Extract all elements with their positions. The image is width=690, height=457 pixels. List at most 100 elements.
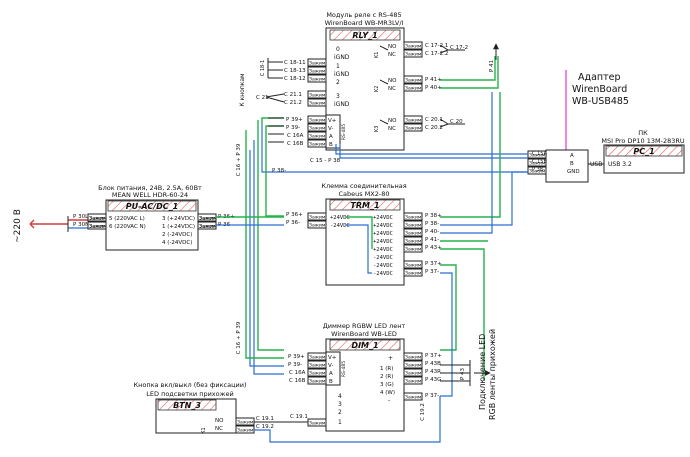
terminal-label: Зажим: [309, 223, 326, 229]
terminal-label: Зажим: [405, 86, 422, 92]
terminal-label: Зажим: [529, 161, 546, 167]
terminal-label: Зажим: [405, 271, 422, 277]
trm-pin-5: +24VDC: [373, 239, 393, 245]
terminal-labels: ЗажимЗажимЗажимЗажимЗажимЗажимЗажимЗажим…: [89, 44, 546, 434]
button-block[interactable]: Кнопка вкл/выкл (без фиксации) LED подсв…: [133, 381, 441, 443]
dim-in-4: 4: [338, 393, 342, 400]
terminal-label: Зажим: [405, 52, 422, 58]
adapter-title-1: Адаптер: [578, 72, 621, 83]
adapter-pin-a: A: [570, 153, 574, 159]
relay-bus-terminals: [307, 114, 341, 149]
led-strip-label: Подключение LED RGB ленты прихожей: [478, 329, 497, 420]
dim-in-wire: C 19.1: [290, 414, 308, 420]
mains-input: [29, 216, 90, 232]
trm-out-wire-6: P 37+: [425, 261, 442, 267]
dim-c192-label: C 19.2: [420, 403, 426, 421]
dim-rs485: RS-485: [341, 361, 347, 377]
relay-in-3: 3: [336, 93, 340, 100]
dim-out-wire-1: P 37+: [425, 353, 442, 359]
btn-no: NO: [215, 418, 224, 424]
adapter-title-2: WirenBoard: [572, 84, 627, 95]
terminal-block[interactable]: Клемма соединительная Cabeus MX2-80 TRM_…: [286, 182, 442, 286]
dim-out-2r: 2 (R): [380, 374, 393, 380]
c16-p39-upper: C 16 + P 39: [236, 143, 242, 176]
trm-title: Клемма соединительная: [321, 182, 406, 190]
btn-k1: К1: [201, 427, 207, 434]
led-label-1: Подключение LED: [478, 334, 487, 410]
voltage-label: ~220 В: [13, 209, 23, 243]
trm-out-wire-2: P 38-: [425, 221, 439, 227]
btn-wire-1: C 19.1: [256, 416, 274, 422]
pc-model: MSI Pro DP10 13M-283RU: [601, 137, 685, 145]
terminal-label: Зажим: [309, 77, 326, 83]
dimmer-block[interactable]: Диммер RGBW LED лент WirenBoard WB-LED D…: [288, 322, 491, 432]
psu-pin-4: 4 (-24VDC): [162, 240, 192, 246]
relay-in-ignd-2: iGND: [334, 71, 350, 78]
terminal-label: Зажим: [309, 134, 326, 140]
relay-c172-label: C 17-2: [450, 45, 468, 51]
relay-in-2: 2: [336, 79, 340, 86]
dim-out-4w: 4 (W): [380, 390, 395, 396]
relay-in-wire-5: C 21.2: [284, 100, 302, 106]
trm-in-wire-1: P 36+: [286, 212, 303, 218]
relay-bus-wire-2: P 39-: [286, 125, 300, 131]
dim-model: WirenBoard WB-LED: [331, 330, 397, 338]
btn-nc: NC: [215, 426, 223, 432]
pc-title: ПК: [638, 129, 648, 137]
psu-terminal-out1: Зажим: [199, 216, 217, 222]
terminal-label: Зажим: [405, 379, 422, 385]
psu-pin-6: 6 (220VAC N): [109, 224, 146, 230]
terminal-label: Зажим: [405, 371, 422, 377]
trm-pin-8: -24VDC: [373, 255, 393, 261]
terminal-label: Зажим: [309, 421, 326, 427]
terminal-label: Зажим: [237, 420, 254, 426]
trm-pin-3: +24VDC: [373, 223, 393, 229]
led-label-2: RGB ленты прихожей: [488, 329, 497, 420]
terminal-label: Зажим: [405, 223, 422, 229]
psu-pin-5: 5 (220VAC L): [109, 216, 145, 222]
bus-wiring: C 15 - P 38 P 38- C 16 + P 39 C 16 + P 3…: [236, 117, 528, 375]
dim-tag: DIM_1: [351, 341, 378, 350]
c15-label: C 15 - P 38: [310, 158, 341, 164]
trm-pin-10: -24VDC: [373, 271, 393, 277]
terminal-label: Зажим: [529, 153, 546, 159]
psu-tag: PU-AC/DC_1: [126, 202, 179, 211]
trm-out-wire-1: P 38+: [425, 213, 442, 219]
relay-k3: K3: [374, 126, 380, 132]
terminal-label: Зажим: [309, 118, 326, 124]
trm-pin-1: +24VDC: [330, 215, 350, 221]
terminal-label: Зажим: [405, 363, 422, 369]
relay-module[interactable]: Модуль реле с RS-485 WirenBoard WB-MR3LV…: [239, 11, 468, 151]
p41-label: P 41: [489, 60, 495, 72]
trm-pin-6: +24VDC: [373, 247, 393, 253]
dim-in-1: 1: [338, 419, 342, 426]
dim-bus-a: A: [329, 371, 333, 377]
terminal-label: Зажим: [405, 355, 422, 361]
dim-out-wire-2: P 43B: [425, 361, 441, 367]
terminal-label: Зажим: [405, 215, 422, 221]
adapter-wire-b: C 15B: [532, 159, 547, 165]
psu-terminal-l: Зажим: [89, 216, 107, 222]
relay-out-wire-5: C 20.1: [425, 117, 443, 123]
terminal-label: Зажим: [309, 69, 326, 75]
usb485-adapter[interactable]: Адаптер WirenBoard WB-USB485 A B GND C 1…: [527, 70, 629, 183]
dim-bus-wire-4: C 16B: [289, 378, 306, 384]
terminal-label: Зажим: [405, 263, 422, 269]
psu-pin-3: 3 (+24VDC): [162, 216, 195, 222]
relay-in-ignd-3: iGND: [334, 101, 350, 108]
c16-p39-lower: C 16 + P 39: [236, 321, 242, 354]
pc-usb: USB 3.2: [608, 161, 632, 168]
psu-block[interactable]: Блок питания, 24В, 2.5А, 60Вт MEAN WELL …: [73, 184, 235, 251]
dim-bus-wire-2: P 39-: [288, 362, 302, 368]
dim-out-1r: 1 (R): [380, 366, 393, 372]
terminal-label: Зажим: [309, 215, 326, 221]
pc-block[interactable]: ПК MSI Pro DP10 13M-283RU PC_1 USB 3.2: [588, 129, 685, 174]
psu-terminal-out2: Зажим: [199, 224, 217, 230]
terminal-label: Зажим: [309, 142, 326, 148]
adapter-pin-b: B: [570, 161, 574, 167]
relay-k2: K2: [374, 86, 380, 92]
terminal-label: Зажим: [529, 169, 546, 175]
terminal-label: Зажим: [309, 101, 326, 107]
psu-pin-1: 1 (+24VDC): [162, 224, 195, 230]
dim-out-wire-3: P 43R: [425, 369, 441, 375]
